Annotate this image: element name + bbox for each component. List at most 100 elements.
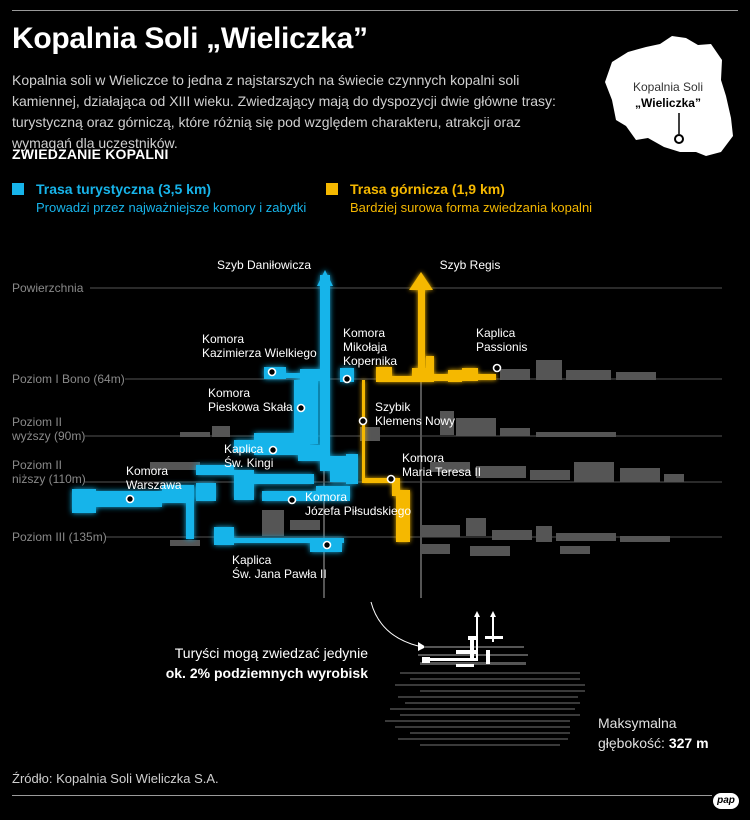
overview-tunnel xyxy=(485,636,503,639)
legend-tourist-desc: Prowadzi przez najważniejsze komory i za… xyxy=(36,200,307,215)
tunnel xyxy=(430,462,470,472)
overview-level xyxy=(395,684,585,686)
label-pilsudski-2: Józefa Piłsudskiego xyxy=(305,504,411,518)
page-title: Kopalnia Soli „Wieliczka” xyxy=(12,22,368,55)
mine-overview xyxy=(385,611,585,746)
miner-tunnel xyxy=(434,374,448,381)
tunnel xyxy=(536,526,552,542)
label-mikolaj-3: Kopernika xyxy=(343,354,397,368)
marker-kinga xyxy=(268,445,278,455)
overview-tunnel xyxy=(486,650,490,664)
label-kinga-2: Św. Kingi xyxy=(224,455,273,470)
tunnel xyxy=(500,428,530,436)
tourist-chamber xyxy=(254,433,310,455)
danilowicz-headframe xyxy=(317,270,333,286)
tunnel xyxy=(500,369,530,380)
label-pieskowa-1: Komora xyxy=(208,386,250,400)
tunnel xyxy=(560,546,590,554)
tourist-chamber xyxy=(196,483,216,501)
overview-level xyxy=(400,672,580,674)
label-teresa-1: Komora xyxy=(402,451,444,465)
tunnel xyxy=(620,468,660,482)
tunnel xyxy=(574,462,614,482)
label-pilsudski-1: Komora xyxy=(305,490,347,504)
tourist-tunnel xyxy=(308,370,318,444)
label-jp2-1: Kaplica xyxy=(232,553,272,567)
legend-tourist-name: Trasa turystyczna (3,5 km) xyxy=(36,181,212,197)
label-level2b: Poziom II xyxy=(12,458,62,472)
label-kinga-1: Kaplica xyxy=(224,442,264,456)
markers xyxy=(125,363,502,550)
miner-tunnel xyxy=(362,478,400,483)
depth-prefix: głębokość: xyxy=(598,735,669,751)
regis-shaft xyxy=(418,282,425,378)
miner-chamber xyxy=(376,367,392,382)
label-surface: Powierzchnia xyxy=(12,281,84,295)
marker-kazimierz xyxy=(267,367,277,377)
overview-chamber xyxy=(422,657,430,663)
overview-level xyxy=(420,690,585,692)
tourist-chamber xyxy=(234,470,254,500)
tunnel xyxy=(420,544,450,554)
overview-tunnel xyxy=(430,658,478,661)
map-label-line1: Kopalnia Soli xyxy=(633,80,703,94)
overview-routes xyxy=(422,611,503,667)
label-passionis-2: Passionis xyxy=(476,340,527,354)
level-labels: Powierzchnia Poziom I Bono (64m) Poziom … xyxy=(11,281,125,544)
pilsudski-tunnel xyxy=(262,491,350,501)
tunnel xyxy=(620,536,670,542)
miner-tunnel xyxy=(392,376,418,382)
map-label-line2: „Wieliczka” xyxy=(635,96,701,110)
max-depth: Maksymalna głębokość: 327 m xyxy=(598,713,709,753)
tourist-tunnel xyxy=(186,503,194,539)
legend-miner-desc: Bardziej surowa forma zwiedzania kopalni xyxy=(350,200,593,215)
tunnel xyxy=(170,540,200,546)
tunnel xyxy=(180,432,210,437)
regis-headframe xyxy=(409,272,433,290)
marker-passionis xyxy=(492,363,502,373)
miner-tunnel xyxy=(478,374,496,380)
section-title: ZWIEDZANIE KOPALNI xyxy=(12,146,169,162)
tunnel xyxy=(664,474,684,482)
marker-klemens xyxy=(358,416,368,426)
tunnel xyxy=(420,525,460,537)
overview-level xyxy=(398,738,568,740)
tourist-tunnel xyxy=(196,465,234,475)
label-level2a-depth: wyższy (90m) xyxy=(11,429,85,443)
miner-tunnel xyxy=(392,478,400,496)
depth-value: 327 m xyxy=(668,735,709,751)
tunnel xyxy=(566,370,611,380)
tourist-chamber xyxy=(330,456,346,482)
poland-outline xyxy=(605,36,733,156)
label-level3: Poziom III (135m) xyxy=(12,530,107,544)
legend-miner-swatch xyxy=(326,183,338,195)
tunnel xyxy=(212,426,230,437)
tunnel xyxy=(150,462,200,470)
overview-level xyxy=(410,678,580,680)
overview-tunnel xyxy=(470,640,474,658)
tourist-chamber xyxy=(162,485,194,503)
label-mikolaj-2: Mikołaja xyxy=(343,340,387,354)
map-location-dot xyxy=(674,134,684,144)
marker-warszawa xyxy=(125,494,135,504)
overview-level xyxy=(385,720,570,722)
label-mikolaj-1: Komora xyxy=(343,326,385,340)
note-text: Turyści mogą zwiedzać jedynie ok. 2% pod… xyxy=(150,643,368,683)
note-line1: Turyści mogą zwiedzać jedynie xyxy=(174,645,368,661)
source-text: Źródło: Kopalnia Soli Wieliczka S.A. xyxy=(12,771,219,786)
overview-level xyxy=(410,732,570,734)
tunnel xyxy=(466,518,486,536)
miner-route xyxy=(362,272,496,542)
tourist-route xyxy=(72,270,358,552)
tunnel xyxy=(492,530,532,540)
label-kazimierz-1: Komora xyxy=(202,332,244,346)
tunnel xyxy=(262,510,284,536)
overview-level xyxy=(420,744,560,746)
tunnel xyxy=(290,520,320,530)
label-warszawa-1: Komora xyxy=(126,464,168,478)
overview-tunnel xyxy=(456,664,474,667)
overview-level xyxy=(398,696,578,698)
top-rule xyxy=(12,10,738,11)
pap-logo: pap xyxy=(713,793,739,809)
